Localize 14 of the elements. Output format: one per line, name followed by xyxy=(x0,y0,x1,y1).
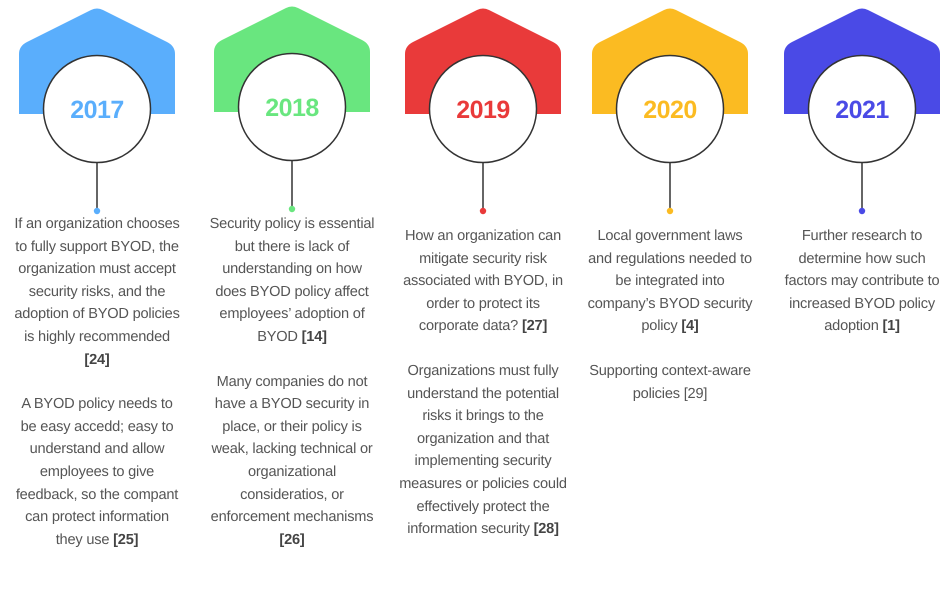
description-text: Many companies do not have a BYOD security in place, or their policy is weak, lacking technical or organizational consideratios, or enforcement mechanisms [26] xyxy=(210,372,374,550)
year-label: 2017 xyxy=(70,96,124,124)
description-text: How an organization can mitigate security risk associated with BYOD, in order to protect its corporate data? [27] xyxy=(402,227,564,336)
description-text: Local government laws and regulations needed to be integrated into company’s BYOD security policy [4] xyxy=(586,227,754,336)
year-label: 2018 xyxy=(265,94,319,122)
description-text: A BYOD policy needs to be easy accedd; easy to understand and allow employees to give feedback, so the compant can protect information they use [25] xyxy=(14,395,180,550)
description-text: Supporting context-aware policies [29] xyxy=(588,362,752,404)
year-label: 2020 xyxy=(643,96,697,124)
description-text: Security policy is essential but there is lack of understanding on how does BYOD policy affect employees’ adoption of BYOD [14] xyxy=(208,215,376,347)
description-text: If an organization chooses to fully support BYOD, the organization must accept security risks, and the adoption of BYOD policies is highly recommended [24] xyxy=(13,215,181,370)
description-text: Further research to determine how such factors may contribute to increased BYOD policy adoption [1] xyxy=(784,227,940,336)
year-label: 2019 xyxy=(456,96,510,124)
description-text: Organizations must fully understand the potential risks it brings to the organization and that implementing security measures or policies could effectively protect the information security [28] xyxy=(399,362,567,540)
year-label: 2021 xyxy=(835,96,889,124)
